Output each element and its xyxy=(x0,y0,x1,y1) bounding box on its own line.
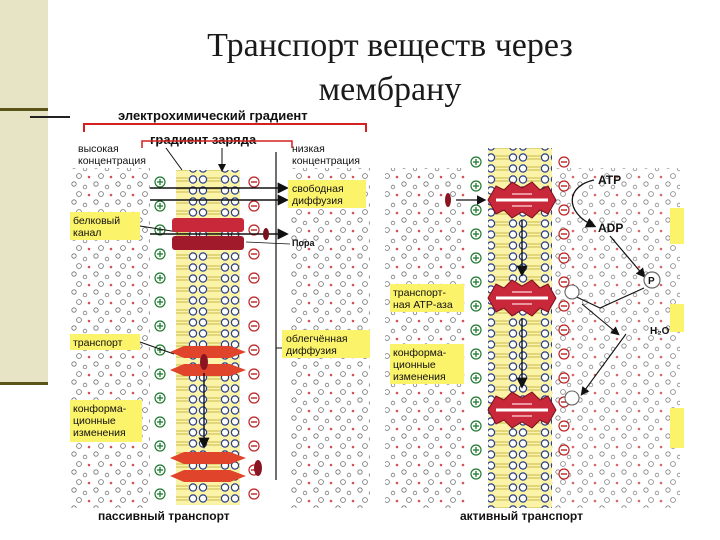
free-diffusion-label-1: свободная xyxy=(292,183,344,195)
bound-phosphate-icon-2 xyxy=(564,390,580,406)
edge-label-1 xyxy=(670,208,684,244)
positive-ions-left xyxy=(154,176,166,500)
edge-label-3 xyxy=(670,408,684,448)
free-diffusion-box xyxy=(288,180,366,208)
membrane-transport-diagram: электрохимический градиент градиент заря… xyxy=(70,108,684,526)
adp-label: ADP xyxy=(598,221,623,235)
dephosphorylation-arrow xyxy=(581,303,620,336)
edge-label-2 xyxy=(670,304,684,332)
sidebar-bar xyxy=(0,0,48,385)
transporter-label: транспорт xyxy=(73,337,123,349)
slide-title-line-1: Транспорт веществ через xyxy=(207,27,573,64)
transport-atpase-label-2: ная АТР-аза xyxy=(393,299,453,311)
title-underline xyxy=(30,116,70,118)
transporter-protein-1 xyxy=(170,346,246,358)
gradient-bracket xyxy=(83,123,367,132)
transport-atpase-box xyxy=(390,284,464,312)
water-label: H₂O xyxy=(650,326,670,337)
negative-ions-left xyxy=(248,176,260,500)
protein-channel-bottom xyxy=(172,236,244,250)
conformational-right-box xyxy=(390,344,464,384)
positive-ions-right xyxy=(470,156,482,480)
channel-molecule xyxy=(263,228,269,240)
sidebar-rule-top xyxy=(0,108,48,111)
bound-phosphate-icon-1 xyxy=(564,284,580,300)
slide-title-line-2: мембрану xyxy=(318,71,462,108)
transporter-protein-4 xyxy=(170,470,246,482)
passive-transport-label: пассивный транспорт xyxy=(98,509,230,523)
facilitated-diffusion-box xyxy=(282,330,370,358)
transported-molecule-1 xyxy=(200,354,208,370)
high-concentration-label-2: концентрация xyxy=(78,155,146,167)
electrochemical-gradient-label: электрохимический градиент xyxy=(118,108,308,123)
phosphate-label: P xyxy=(648,276,655,287)
low-concentration-label-1: низкая xyxy=(292,143,325,155)
transporter-protein-2 xyxy=(170,364,246,376)
protein-channel-top xyxy=(172,218,244,232)
conformational-left-box xyxy=(70,400,142,442)
conformational-left-label-3: изменения xyxy=(73,427,126,439)
free-diffusion-label-2: диффузия xyxy=(292,195,343,207)
low-concentration-label-2: концентрация xyxy=(292,155,360,167)
intracellular-particles-right xyxy=(550,168,680,508)
high-concentration-label-1: высокая xyxy=(78,143,119,155)
conformational-right-label-3: изменения xyxy=(393,371,446,383)
sidebar-rule-bottom xyxy=(0,382,48,385)
protein-channel-label-1: белковый xyxy=(73,215,120,227)
conformational-right-label-1: конформа- xyxy=(393,347,447,359)
conformational-left-label-2: ционные xyxy=(73,415,116,427)
charge-arrow-2 xyxy=(165,147,183,171)
facilitated-diffusion-label-1: облегчённая xyxy=(286,333,348,345)
protein-channel-label-2: канал xyxy=(73,227,101,239)
adp-to-phosphate-arrow xyxy=(609,235,646,278)
phosphate-release-arrow xyxy=(580,333,627,396)
charge-gradient-label: градиент заряда xyxy=(150,132,257,147)
charge-bracket xyxy=(141,140,293,148)
active-transport-label: активный транспорт xyxy=(460,509,583,523)
pore-label: Пора xyxy=(292,238,315,248)
transporter-protein-3 xyxy=(170,452,246,464)
transporter-box xyxy=(70,334,140,350)
conformational-left-label-1: конформа- xyxy=(73,403,127,415)
protein-channel-pointer xyxy=(139,225,179,233)
atp-hydrolysis-arrow xyxy=(571,179,597,228)
pore-pointer xyxy=(245,241,291,245)
extracellular-particles-right xyxy=(385,168,465,508)
conformational-right-label-2: ционные xyxy=(393,359,436,371)
transported-molecule-2 xyxy=(254,460,262,476)
atp-label: ATP xyxy=(598,173,621,187)
protein-channel-box xyxy=(70,212,140,240)
phosphate-circle-icon xyxy=(643,271,661,289)
transport-atpase-label-1: транспорт- xyxy=(393,287,446,299)
facilitated-diffusion-label-2: диффузия xyxy=(286,345,337,357)
pumped-molecule xyxy=(445,193,451,207)
transporter-pointer xyxy=(139,341,175,355)
